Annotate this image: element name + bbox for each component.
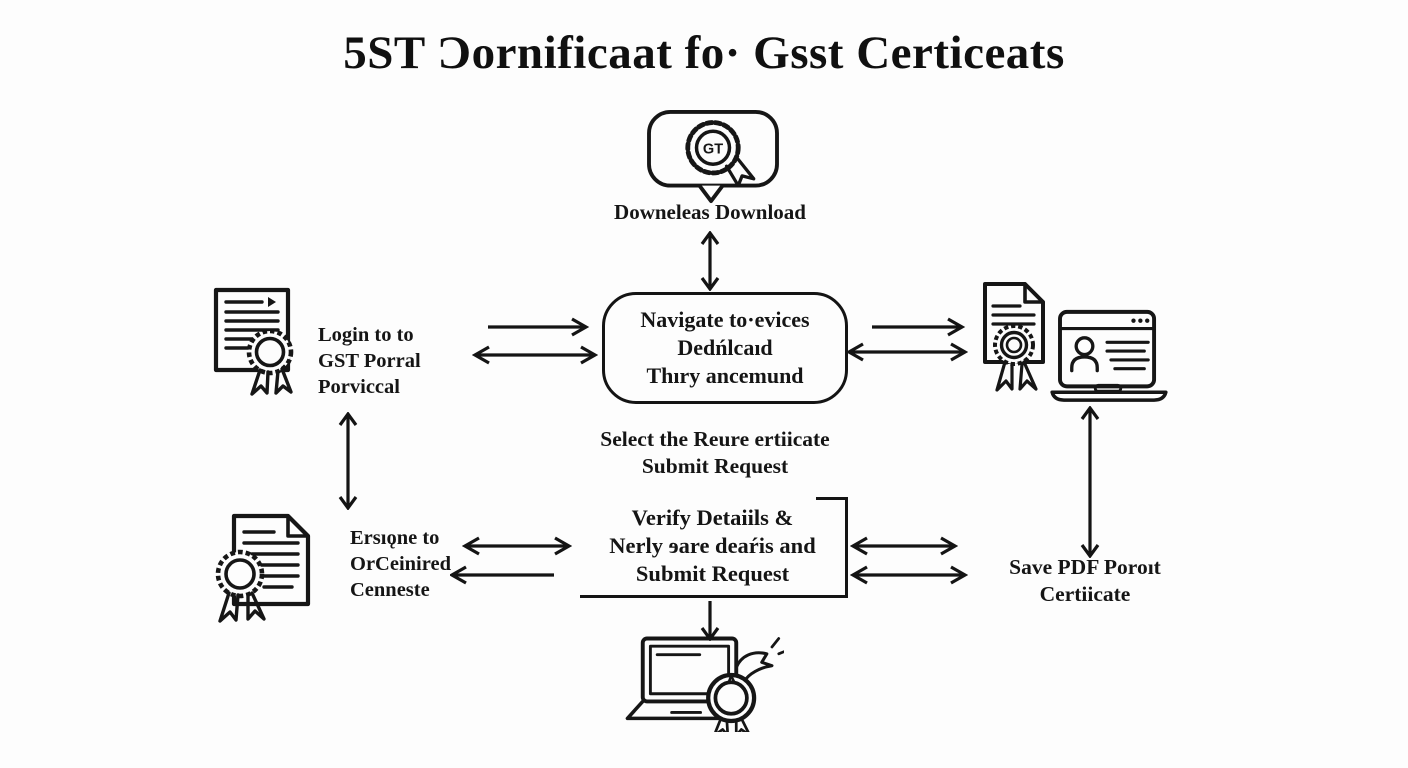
verify-box-top-corner [816, 497, 846, 500]
navigate-step-box: Navigate to·evices Dedńlcaıd Thıry ancem… [602, 292, 848, 404]
ersigne-line-1: Ersıǫne to [350, 527, 440, 549]
login-step-text: Login to to GST Porral Porviccal [318, 322, 421, 400]
browser-profile-laptop-icon [1050, 306, 1168, 404]
verify-line-1: Verify Detaiils & [631, 505, 794, 530]
page-title: 5ST Ɔornificaat fo· Gsst Certiceats [343, 27, 1065, 79]
arrow-download-navigate-both [846, 342, 968, 362]
arrow-verify-to-ersigne [450, 565, 558, 585]
navigate-line-3: Thıry ancemund [646, 363, 804, 388]
certificate-document-folded-icon [212, 510, 324, 626]
login-line-3: Porviccal [318, 376, 400, 398]
navigate-line-1: Navigate to·evices [640, 307, 810, 332]
save-pdf-text: Save PDF Poroıt Certiicate [960, 554, 1210, 608]
select-step-text: Select the Reure ertiicate Submit Reques… [520, 426, 910, 480]
gt-seal-speech-bubble-icon: GT [645, 108, 781, 204]
login-line-2: GST Porral [318, 350, 421, 372]
arrow-download-navigate [699, 231, 721, 291]
arrow-login-to-navigate [486, 317, 590, 337]
verify-step-box: Verify Detaiils & Nerly ɘare deaŕis and … [580, 497, 848, 598]
save-pdf-line-1: Save PDF Poroıt [1009, 555, 1161, 579]
arrow-navigate-to-download [870, 317, 966, 337]
login-line-1: Login to to [318, 324, 414, 346]
ersigne-step-text: Ersıǫne to OrCeinired Cenneste [350, 525, 451, 603]
gt-seal-label: GT [703, 142, 723, 158]
arrow-login-ersigne [337, 412, 359, 510]
select-line-1: Select the Reure ertiicate [600, 427, 830, 451]
arrow-navigate-login-both [472, 345, 598, 365]
ersigne-line-3: Cenneste [350, 579, 430, 601]
certificate-document-icon [208, 286, 308, 400]
laptop-award-seal-icon [612, 630, 784, 732]
ersigne-line-2: OrCeinired [350, 553, 451, 575]
arrow-verify-savepdf-both-bottom [850, 565, 968, 585]
arrow-ersigne-verify-both [462, 536, 572, 556]
verify-line-3: Submit Request [635, 561, 790, 586]
arrow-download-savepdf [1079, 406, 1101, 558]
certificate-ribbon-document-icon [980, 280, 1050, 396]
download-caption: Downeleas Download [614, 200, 806, 224]
arrow-verify-savepdf-both-top [850, 536, 958, 556]
select-line-2: Submit Request [641, 454, 789, 478]
navigate-line-2: Dedńlcaıd [677, 335, 773, 360]
save-pdf-line-2: Certiicate [1039, 582, 1131, 606]
verify-line-2: Nerly ɘare deaŕis and [609, 533, 816, 558]
